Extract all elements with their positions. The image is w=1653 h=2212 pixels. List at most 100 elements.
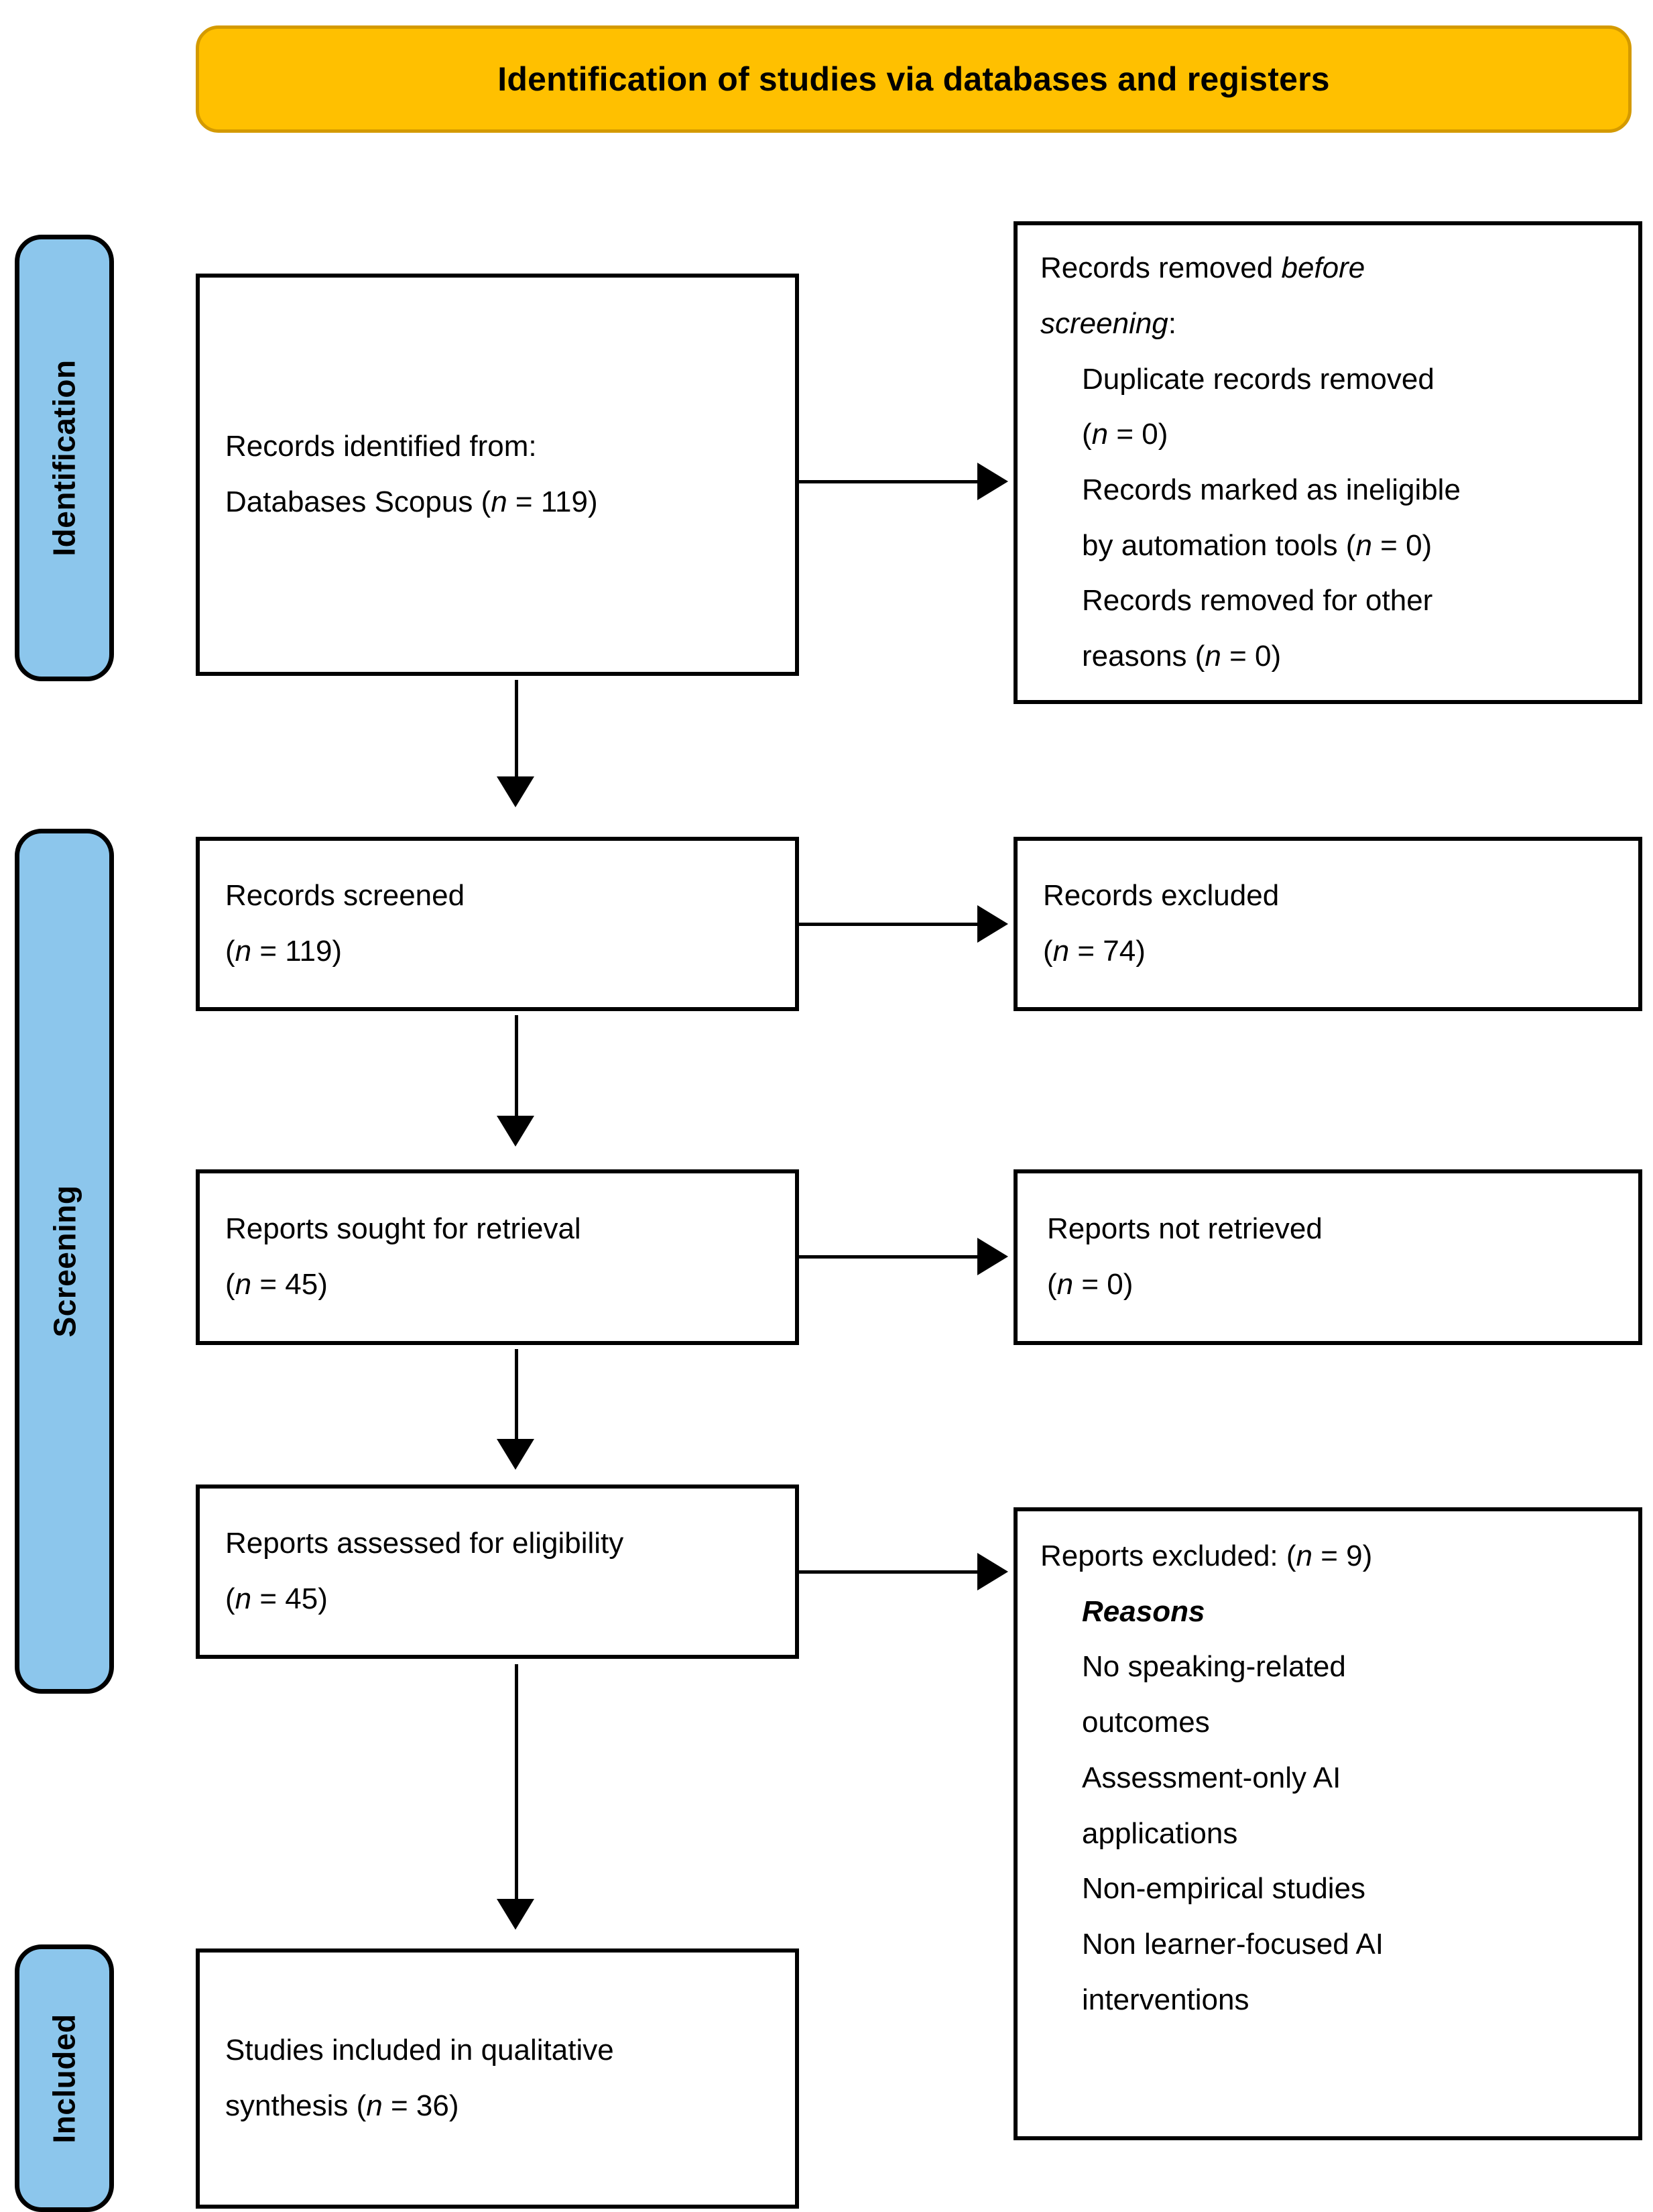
records-removed-line2: screening: [1040, 296, 1615, 352]
connector-assessed-to-included [515, 1664, 518, 1903]
box-records-identified: Records identified from: Databases Scopu… [196, 274, 799, 676]
before-italic: before [1281, 251, 1365, 285]
reports-excluded-heading: Reports excluded: (n = 9) [1040, 1529, 1615, 1584]
studies-included-prefix: synthesis ( [225, 2089, 367, 2122]
reasons-heading-text: Reasons [1082, 1594, 1205, 1628]
paren-open: ( [1047, 1268, 1057, 1301]
n-symbol: n [1052, 935, 1070, 968]
banner-title: Identification of studies via databases … [497, 60, 1330, 98]
stage-pill-screening: Screening [15, 829, 114, 1694]
connector-screened-to-excluded [799, 923, 981, 926]
reason-2-line2: applications [1082, 1816, 1238, 1850]
connector-identified-to-screened [515, 680, 518, 780]
records-removed-line1: Records removed before [1040, 241, 1615, 296]
reports-sought-line1: Reports sought for retrieval [225, 1212, 581, 1246]
reports-assessed-line1: Reports assessed for eligibility [225, 1527, 624, 1560]
box-reports-sought: Reports sought for retrieval (n = 45) [196, 1169, 799, 1345]
reports-not-retrieved-line1: Reports not retrieved [1047, 1212, 1323, 1246]
paren-open: ( [225, 1268, 235, 1301]
n-symbol: n [1296, 1539, 1313, 1572]
arrowhead-down-screened-to-sought [497, 1116, 534, 1147]
removed-item-duplicate-count: (n = 0) [1040, 407, 1615, 463]
records-identified-line1: Records identified from: [225, 430, 537, 463]
box-records-screened: Records screened (n = 119) [196, 837, 799, 1011]
n-symbol: n [366, 2089, 383, 2122]
reports-not-retrieved-line2: (n = 0) [1047, 1257, 1613, 1313]
removed-item-duplicate-label: Duplicate records removed [1082, 362, 1434, 396]
removed-item-ineligible-line1: Records marked as ineligible [1082, 473, 1461, 506]
n-symbol: n [1205, 640, 1221, 673]
reason-4-line2: interventions [1082, 1983, 1249, 2016]
box-reports-assessed: Reports assessed for eligibility (n = 45… [196, 1485, 799, 1659]
removed-item-other-line2: reasons (n = 0) [1040, 629, 1615, 685]
n-symbol: n [235, 935, 252, 968]
paren-open: ( [1082, 418, 1092, 451]
records-removed-prefix: Records removed [1040, 251, 1282, 285]
paren-open: ( [225, 935, 235, 968]
stage-label-screening: Screening [47, 1185, 82, 1338]
n-symbol: n [491, 485, 507, 518]
records-excluded-line2: (n = 74) [1043, 924, 1613, 980]
n-symbol: n [235, 1582, 252, 1615]
stage-pill-included: Included [15, 1944, 114, 2212]
arrowhead-right-sought-to-not-retrieved [977, 1238, 1008, 1275]
reason-1-line2: outcomes [1082, 1706, 1210, 1739]
stage-label-included: Included [47, 2013, 82, 2144]
removed-item-other-line1: Records removed for other [1082, 584, 1433, 618]
connector-sought-to-assessed [515, 1349, 518, 1443]
reports-sought-line2: (n = 45) [225, 1257, 770, 1313]
paren-open: ( [1043, 935, 1053, 968]
box-reports-excluded-reasons: Reports excluded: (n = 9) Reasons No spe… [1014, 1507, 1642, 2140]
arrowhead-right-screened-to-excluded [977, 905, 1008, 943]
reason-3: Non-empirical studies [1082, 1872, 1366, 1906]
reason-4-line1: Non learner-focused AI [1082, 1928, 1384, 1961]
records-identified-count: = 119) [507, 485, 598, 518]
n-symbol: n [235, 1268, 252, 1301]
ineligible-prefix: by automation tools ( [1082, 528, 1356, 562]
arrowhead-right-identified-to-removed [977, 463, 1008, 500]
other-count: = 0) [1221, 640, 1282, 673]
reasons-label: Reasons [1040, 1584, 1615, 1640]
n-symbol: n [1091, 418, 1109, 451]
records-identified-line2: Databases Scopus (n = 119) [225, 475, 770, 530]
connector-assessed-to-reports-excluded [799, 1570, 981, 1574]
studies-included-count: = 36) [382, 2089, 459, 2122]
reports-sought-count: = 45) [251, 1268, 328, 1301]
records-screened-count: = 119) [251, 935, 343, 968]
n-symbol: n [1056, 1268, 1074, 1301]
connector-sought-to-not-retrieved [799, 1255, 981, 1259]
stage-pill-identification: Identification [15, 235, 114, 681]
stage-label-identification: Identification [47, 359, 82, 557]
removed-item-ineligible-line2: by automation tools (n = 0) [1040, 518, 1615, 574]
reports-excluded-count: = 9) [1312, 1539, 1373, 1572]
box-records-excluded: Records excluded (n = 74) [1014, 837, 1642, 1011]
paren-close: = 0) [1108, 418, 1168, 451]
arrowhead-down-identified-to-screened [497, 776, 534, 807]
studies-included-line1: Studies included in qualitative [225, 2034, 614, 2067]
reports-excluded-prefix: Reports excluded: ( [1040, 1539, 1296, 1572]
reports-assessed-line2: (n = 45) [225, 1572, 770, 1627]
screening-italic: screening [1040, 306, 1168, 340]
arrowhead-down-assessed-to-included [497, 1899, 534, 1930]
reason-1-line1: No speaking-related [1082, 1650, 1346, 1684]
paren-open: ( [225, 1582, 235, 1615]
other-prefix: reasons ( [1082, 640, 1205, 673]
connector-identified-to-removed [799, 480, 981, 483]
studies-included-line2: synthesis (n = 36) [225, 2079, 770, 2134]
records-screened-line1: Records screened [225, 879, 465, 913]
records-excluded-line1: Records excluded [1043, 879, 1280, 913]
records-identified-prefix: Databases Scopus ( [225, 485, 491, 518]
connector-screened-to-sought [515, 1015, 518, 1120]
reports-not-retrieved-count: = 0) [1073, 1268, 1134, 1301]
records-excluded-count: = 74) [1069, 935, 1146, 968]
n-symbol: n [1355, 528, 1372, 562]
reason-2-line1: Assessment-only AI [1082, 1761, 1341, 1794]
header-banner: Identification of studies via databases … [196, 25, 1632, 133]
box-reports-not-retrieved: Reports not retrieved (n = 0) [1014, 1169, 1642, 1345]
box-records-removed-before-screening: Records removed before screening: Duplic… [1014, 221, 1642, 704]
reports-assessed-count: = 45) [251, 1582, 328, 1615]
arrowhead-right-assessed-to-reports-excluded [977, 1553, 1008, 1590]
box-studies-included: Studies included in qualitative synthesi… [196, 1948, 799, 2209]
records-screened-line2: (n = 119) [225, 924, 770, 980]
